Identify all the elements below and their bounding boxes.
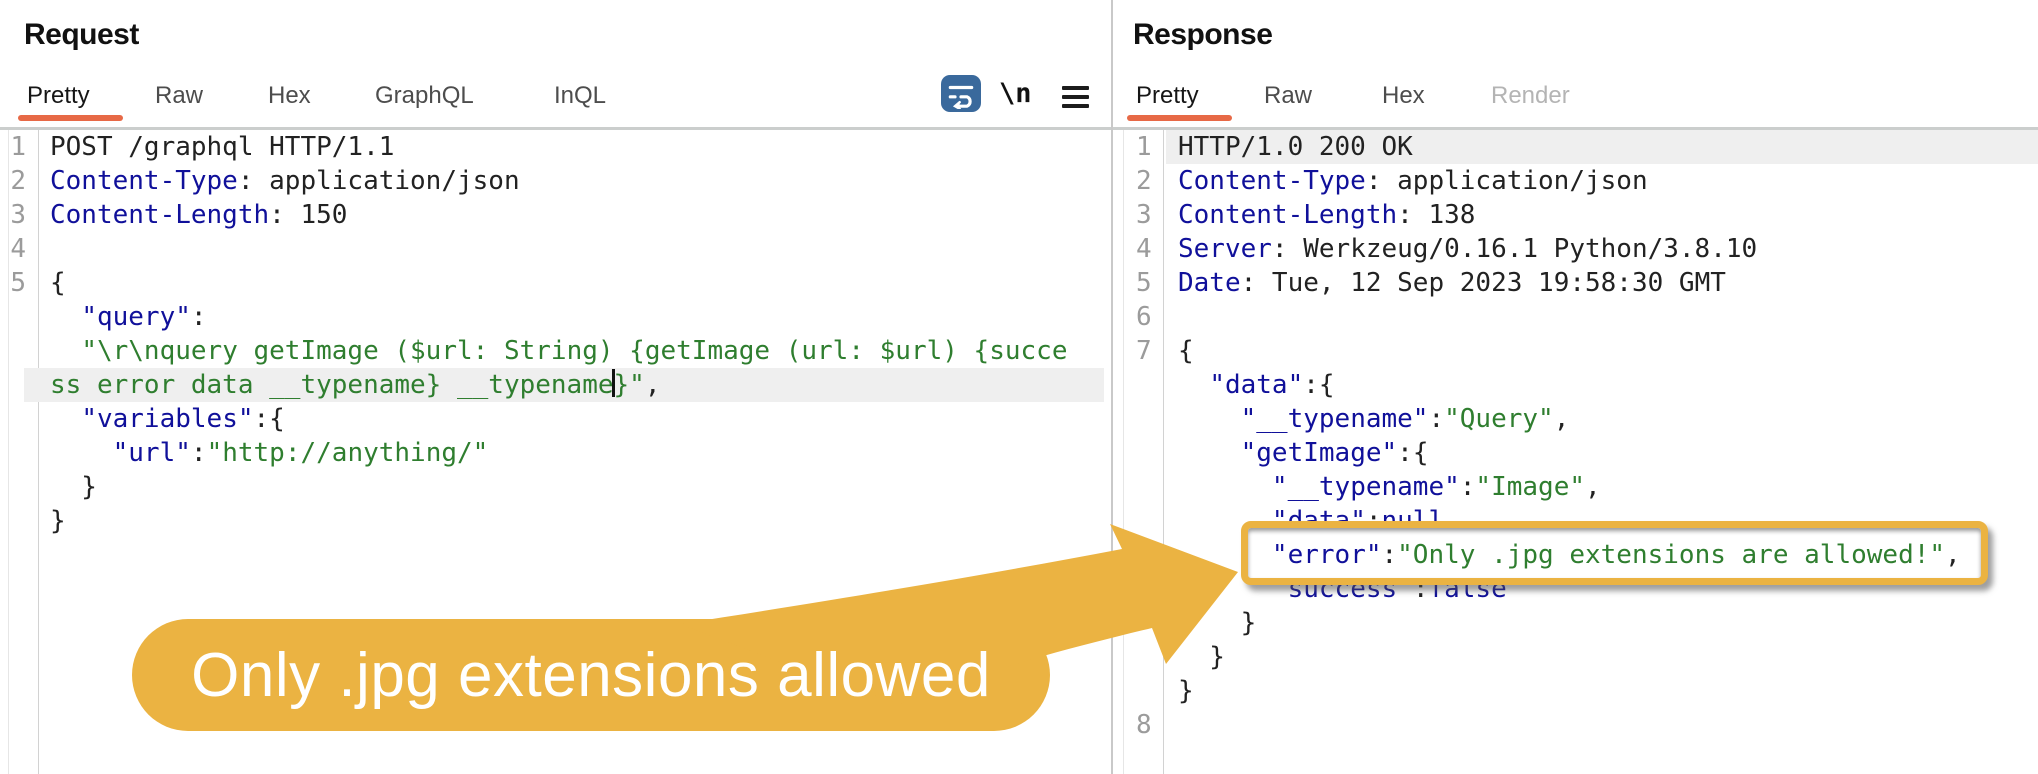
- request-tab-pretty[interactable]: Pretty: [27, 82, 90, 109]
- code-text: Date: Tue, 12 Sep 2023 19:58:30 GMT: [1178, 268, 1726, 298]
- code-line: }: [0, 504, 1104, 538]
- line-number: 1: [1136, 132, 1152, 162]
- request-active-tab-underline: [18, 115, 123, 121]
- code-line: "url":"http://anything/": [0, 436, 1104, 470]
- response-panel-title: Response: [1133, 18, 1273, 51]
- code-line: 3 Content-Length: 150: [0, 198, 1104, 232]
- code-line: "__typename":"Query",: [1136, 402, 2038, 436]
- code-text: }: [1178, 642, 1225, 672]
- code-line: 4: [0, 232, 1104, 266]
- code-line: }: [1136, 606, 2038, 640]
- code-text: "__typename":"Query",: [1240, 404, 1570, 434]
- code-text: "variables":{: [81, 404, 285, 434]
- code-line: 6: [1136, 300, 2038, 334]
- code-line: 2 Content-Type: application/json: [0, 164, 1104, 198]
- hamburger-menu-icon[interactable]: [1062, 86, 1089, 108]
- code-text: {: [1178, 336, 1194, 366]
- code-text: "url":"http://anything/": [112, 438, 489, 468]
- code-line: 1 HTTP/1.0 200 OK: [1136, 130, 2038, 164]
- response-active-tab-underline: [1127, 115, 1232, 121]
- code-line: }: [1136, 674, 2038, 708]
- request-editor[interactable]: 1 POST /graphql HTTP/1.1 2 Content-Type: ap…: [0, 130, 1104, 538]
- code-text: }: [50, 472, 97, 502]
- code-text: "getImage":{: [1240, 438, 1429, 468]
- request-editor-left-edge: [8, 130, 9, 774]
- line-number: 2: [10, 166, 26, 196]
- request-gutter-line: [38, 130, 39, 774]
- code-line: 2 Content-Type: application/json: [1136, 164, 2038, 198]
- code-text: }: [1178, 676, 1194, 706]
- code-line: "\r\nquery getImage ($url: String) {getI…: [0, 334, 1104, 368]
- line-number: 2: [1136, 166, 1152, 196]
- response-tab-pretty[interactable]: Pretty: [1136, 82, 1199, 109]
- line-number: 4: [10, 234, 26, 264]
- code-line: 1 POST /graphql HTTP/1.1: [0, 130, 1104, 164]
- code-line: "data":{: [1136, 368, 2038, 402]
- code-text: HTTP/1.0 200 OK: [1178, 132, 1413, 162]
- line-number: 4: [1136, 234, 1152, 264]
- code-text: Server: Werkzeug/0.16.1 Python/3.8.10: [1178, 234, 1758, 264]
- request-panel-title: Request: [24, 18, 139, 51]
- request-tab-graphql[interactable]: GraphQL: [375, 82, 474, 109]
- newline-characters-toggle[interactable]: \n: [999, 78, 1032, 109]
- code-line: 7{: [1136, 334, 2038, 368]
- request-tab-inql[interactable]: InQL: [554, 82, 607, 109]
- callout-text: Only .jpg extensions allowed: [191, 640, 991, 710]
- line-number: 3: [1136, 200, 1152, 230]
- code-text: Content-Type: application/json: [1178, 166, 1648, 196]
- code-text: }: [50, 506, 66, 536]
- tabs-separator-line: [0, 127, 2038, 130]
- response-tab-render[interactable]: Render: [1491, 82, 1570, 109]
- code-line: 8: [1136, 708, 2038, 742]
- code-line: "getImage":{: [1136, 436, 2038, 470]
- code-line: "variables":{: [0, 402, 1104, 436]
- text-cursor: [612, 369, 616, 397]
- code-text: Content-Length: 150: [50, 200, 348, 230]
- code-text: "error":"Only .jpg extensions are allowe…: [1271, 540, 1961, 570]
- code-line: }: [0, 470, 1104, 504]
- code-text: "\r\nquery getImage ($url: String) {getI…: [81, 336, 1068, 366]
- code-text: {: [50, 268, 66, 298]
- request-tab-raw[interactable]: Raw: [155, 82, 204, 109]
- code-line: "query":: [0, 300, 1104, 334]
- code-text: ss error data __typename} __typename}",: [50, 369, 661, 400]
- response-tab-raw[interactable]: Raw: [1264, 82, 1313, 109]
- line-number: 5: [10, 268, 26, 298]
- code-line: 5{: [0, 266, 1104, 300]
- code-line: }: [1136, 640, 2038, 674]
- code-line: "__typename":"Image",: [1136, 470, 2038, 504]
- line-number: 7: [1136, 336, 1152, 366]
- line-number: 6: [1136, 302, 1152, 332]
- code-line: 5 Date: Tue, 12 Sep 2023 19:58:30 GMT: [1136, 266, 2038, 300]
- panel-divider[interactable]: [1111, 0, 1113, 774]
- code-line: 4 Server: Werkzeug/0.16.1 Python/3.8.10: [1136, 232, 2038, 266]
- code-text: Content-Length: 138: [1178, 200, 1476, 230]
- code-line: ss error data __typename} __typename}",: [0, 368, 1104, 402]
- code-text: "__typename":"Image",: [1271, 472, 1601, 502]
- request-tab-hex[interactable]: Hex: [268, 82, 311, 109]
- error-highlight-box: [1241, 521, 1988, 585]
- code-line: "error":"Only .jpg extensions are allowe…: [1136, 538, 2038, 572]
- response-tab-hex[interactable]: Hex: [1382, 82, 1425, 109]
- line-number: 8: [1136, 710, 1152, 740]
- code-text: Content-Type: application/json: [50, 166, 520, 196]
- code-text: "data":{: [1209, 370, 1335, 400]
- code-text: POST /graphql HTTP/1.1: [50, 132, 395, 162]
- word-wrap-toggle-button[interactable]: [941, 75, 981, 112]
- line-number: 1: [10, 132, 26, 162]
- line-number: 3: [10, 200, 26, 230]
- code-text: "query":: [81, 302, 207, 332]
- code-line: 3 Content-Length: 138: [1136, 198, 2038, 232]
- line-number: 5: [1136, 268, 1152, 298]
- response-editor-left-edge: [1123, 130, 1124, 774]
- code-text: }: [1178, 608, 1257, 638]
- response-gutter-line: [1163, 130, 1164, 774]
- response-editor[interactable]: 1 HTTP/1.0 200 OK 2 Content-Type: applicati…: [1136, 130, 2038, 742]
